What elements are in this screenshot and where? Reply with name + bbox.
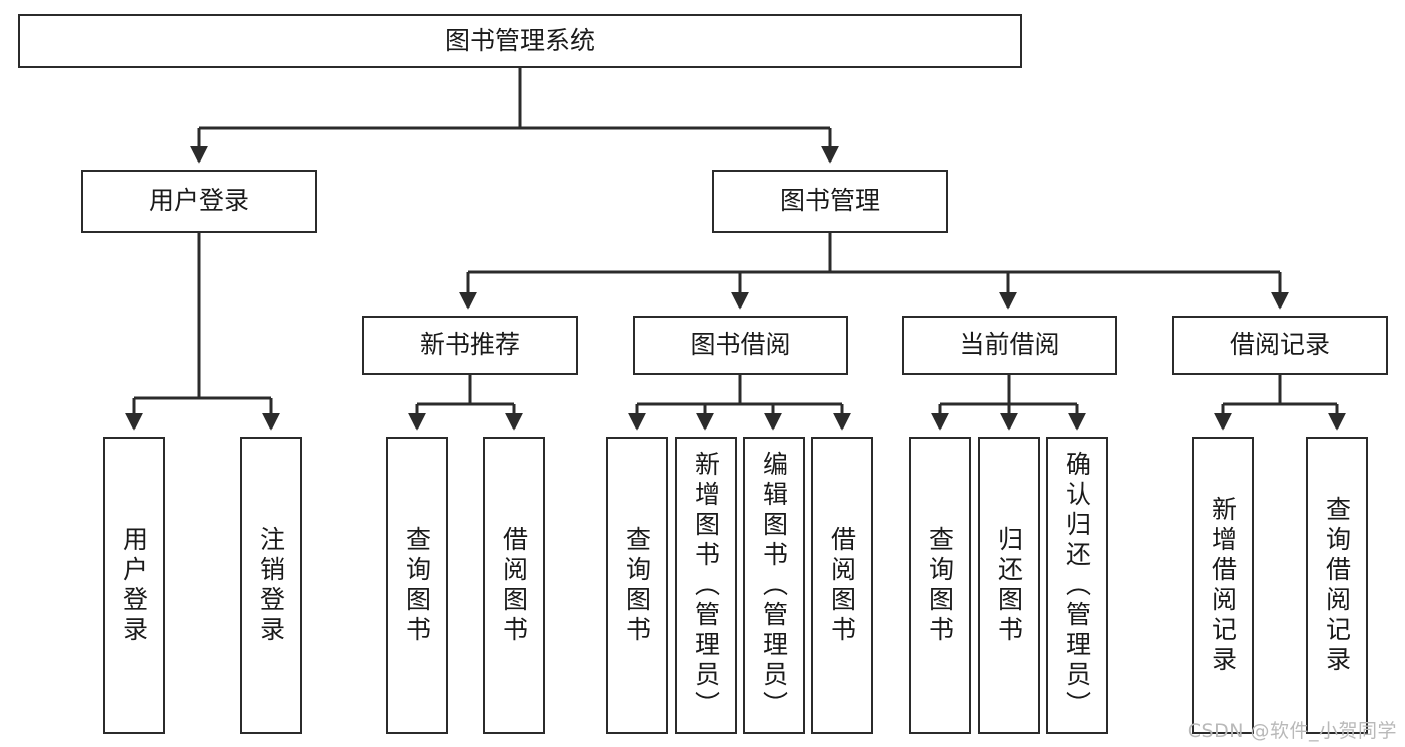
node-label: 新增借阅记录 — [1208, 495, 1238, 676]
leaf-add-book-admin[interactable]: 新增图书（管理员） — [675, 437, 737, 734]
node-book-borrow[interactable]: 图书借阅 — [633, 316, 848, 375]
node-user-login[interactable]: 用户登录 — [81, 170, 317, 233]
node-book-management[interactable]: 图书管理 — [712, 170, 948, 233]
leaf-borrow-book[interactable]: 借阅图书 — [811, 437, 873, 734]
node-label: 确认归还（管理员） — [1062, 450, 1092, 721]
node-label: 借阅图书 — [827, 525, 857, 646]
node-label: 用户登录 — [148, 186, 249, 216]
node-new-book-recommend[interactable]: 新书推荐 — [362, 316, 578, 375]
node-label: 编辑图书（管理员） — [759, 450, 789, 721]
node-current-borrow[interactable]: 当前借阅 — [902, 316, 1117, 375]
node-label: 用户登录 — [119, 525, 149, 646]
node-label: 图书借阅 — [690, 330, 791, 360]
leaf-logout[interactable]: 注销登录 — [240, 437, 302, 734]
node-label: 图书管理系统 — [444, 25, 595, 55]
leaf-add-borrow-record[interactable]: 新增借阅记录 — [1192, 437, 1254, 734]
node-label: 查询图书 — [622, 525, 652, 646]
leaf-borrow-book-recommend[interactable]: 借阅图书 — [483, 437, 545, 734]
node-book-management-system[interactable]: 图书管理系统 — [18, 14, 1022, 68]
node-borrow-record[interactable]: 借阅记录 — [1172, 316, 1388, 375]
leaf-query-book-current[interactable]: 查询图书 — [909, 437, 971, 734]
node-label: 新书推荐 — [419, 330, 520, 360]
node-label: 查询图书 — [402, 525, 432, 646]
leaf-query-borrow-record[interactable]: 查询借阅记录 — [1306, 437, 1368, 734]
leaf-confirm-return-admin[interactable]: 确认归还（管理员） — [1046, 437, 1108, 734]
leaf-user-login[interactable]: 用户登录 — [103, 437, 165, 734]
node-label: 借阅记录 — [1229, 330, 1330, 360]
node-label: 归还图书 — [994, 525, 1024, 646]
node-label: 借阅图书 — [499, 525, 529, 646]
node-label: 查询图书 — [925, 525, 955, 646]
leaf-query-book-recommend[interactable]: 查询图书 — [386, 437, 448, 734]
leaf-edit-book-admin[interactable]: 编辑图书（管理员） — [743, 437, 805, 734]
leaf-query-book-borrow[interactable]: 查询图书 — [606, 437, 668, 734]
node-label: 查询借阅记录 — [1322, 495, 1352, 676]
node-label: 新增图书（管理员） — [691, 450, 721, 721]
node-label: 注销登录 — [256, 525, 286, 646]
node-label: 当前借阅 — [959, 330, 1060, 360]
watermark: CSDN @软件_小贺同学 — [1187, 720, 1397, 742]
leaf-return-book[interactable]: 归还图书 — [978, 437, 1040, 734]
node-label: 图书管理 — [779, 186, 880, 216]
